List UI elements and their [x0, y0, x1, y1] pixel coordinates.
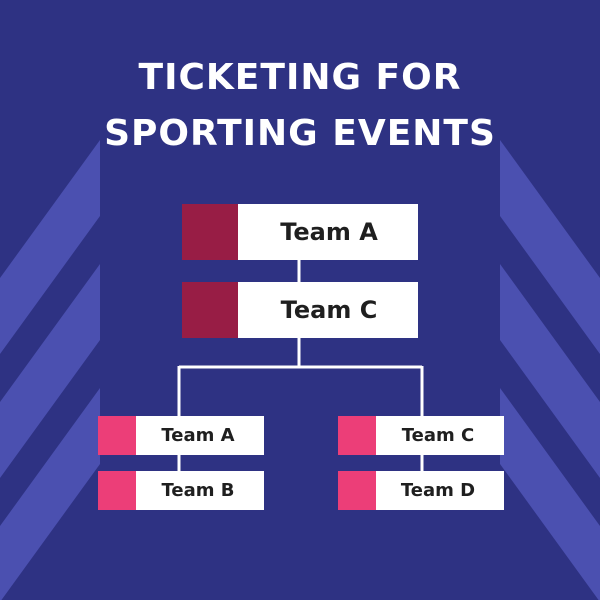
semifinal-team-swatch: [338, 471, 376, 510]
semifinal-team-label: Team D: [400, 480, 476, 501]
final-team-box-bottom: Team C: [182, 282, 418, 338]
right-stripe-1: [500, 140, 600, 354]
semifinal-team-swatch: [338, 416, 376, 455]
semifinal-team-label: Team B: [161, 480, 235, 501]
semifinal-team-label: Team A: [161, 425, 235, 446]
semifinal-team-swatch: [98, 471, 136, 510]
semifinal-left-team-box-top: Team A: [98, 416, 264, 455]
left-stripe-1: [0, 140, 100, 354]
semifinal-left-team-box-bottom: Team B: [98, 471, 264, 510]
semifinal-team-swatch: [98, 416, 136, 455]
title-line-1: TICKETING FOR: [138, 57, 462, 98]
page-title: TICKETING FOR SPORTING EVENTS: [0, 50, 600, 162]
semifinal-right-team-box-bottom: Team D: [338, 471, 504, 510]
final-team-swatch: [182, 204, 238, 260]
final-team-label: Team A: [280, 218, 378, 246]
right-stripe-2: [500, 264, 600, 478]
title-line-2: SPORTING EVENTS: [104, 113, 496, 154]
left-stripe-2: [0, 264, 100, 478]
semifinal-team-label: Team C: [401, 425, 475, 446]
semifinal-right-team-box-top: Team C: [338, 416, 504, 455]
right-stripe-3: [500, 388, 600, 600]
final-team-swatch: [182, 282, 238, 338]
final-team-label: Team C: [280, 296, 378, 324]
final-team-box-top: Team A: [182, 204, 418, 260]
left-stripe-3: [0, 388, 100, 600]
